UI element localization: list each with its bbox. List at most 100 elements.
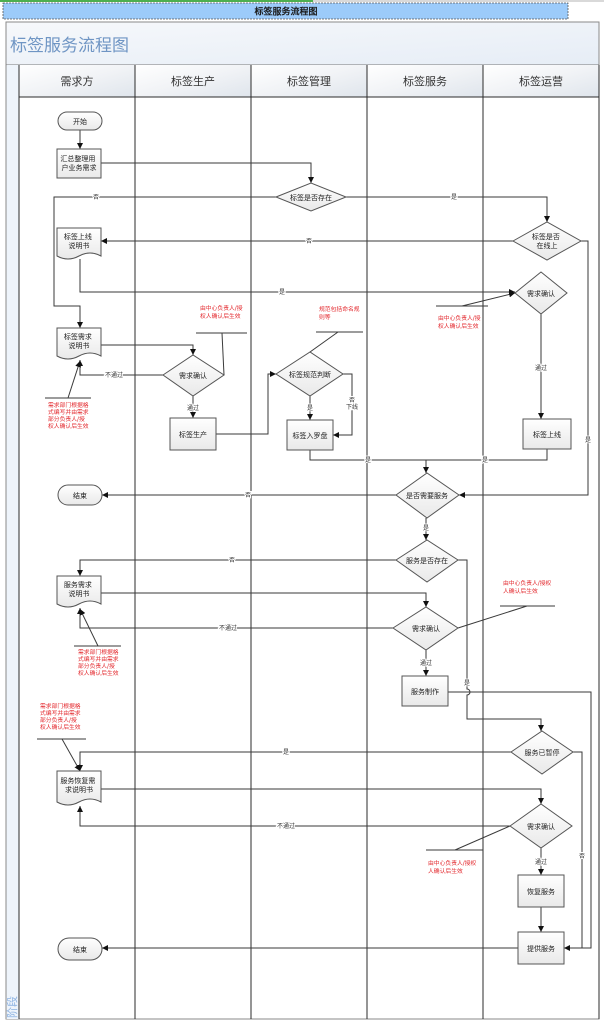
terminal-shape[interactable]	[57, 111, 103, 131]
node-need-service[interactable]: 是否需要服务	[395, 472, 460, 519]
edge-label: 是	[365, 457, 371, 464]
document-shape[interactable]	[56, 770, 102, 806]
annotation-text: 规范包括命名规 则等	[319, 305, 361, 321]
decision-shape[interactable]	[395, 539, 459, 583]
edge-service-exists-yes	[458, 559, 544, 731]
node-tag-exists[interactable]: 标签是否存在	[274, 182, 348, 212]
annotation-dept-confirm-tag-req: 需求部门根据格 式编写并由需求 部分负责人/授 权人确认后生效	[45, 360, 91, 430]
edge-collect-to-tag-exists	[101, 162, 314, 183]
document-shape[interactable]	[56, 327, 102, 360]
edge-launch-to-need-service	[423, 449, 548, 473]
node-service-resume-doc[interactable]: 服务恢复需 求说明书	[56, 770, 102, 806]
document-shape[interactable]	[56, 575, 102, 608]
node-label: 服务需求 说明书	[64, 580, 94, 598]
terminal-shape[interactable]	[57, 937, 103, 961]
decision-shape[interactable]	[511, 221, 583, 261]
process-shape[interactable]	[56, 148, 102, 179]
annotation-center-confirm-ops-1: 由中心负责人/授 权人确认后生效	[436, 291, 516, 330]
node-label: 标签是否 在线上	[532, 232, 562, 250]
edge-label: 不通过	[105, 371, 123, 379]
node-label: 服务制作	[411, 687, 439, 696]
process-shape[interactable]	[286, 419, 334, 451]
decision-shape[interactable]	[162, 354, 225, 397]
edge-label: 是	[279, 289, 285, 296]
node-resume-service[interactable]: 恢复服务	[517, 874, 565, 908]
node-label: 恢复服务	[527, 887, 555, 896]
node-tag-launch[interactable]: 标签上线	[522, 418, 572, 450]
annotation-text: 需求部门根据格 式编写并由需求 部分负责人/授 权人确认后生效	[48, 401, 90, 430]
node-tag-norm-check[interactable]: 标签规范判断	[275, 351, 344, 397]
edge-labels: 否 是 否 是 通过 是 不通过 通过 是 否 下线 是 是 否 是 否 是 不…	[92, 193, 592, 867]
decision-shape[interactable]	[274, 182, 348, 212]
edge-produce-to-norm	[216, 371, 276, 435]
node-confirm-ops-2[interactable]: 需求确认	[509, 803, 573, 849]
decision-shape[interactable]	[510, 730, 574, 775]
node-label: 结束	[73, 491, 87, 500]
node-label: 需求确认	[527, 822, 555, 831]
node-label: 结束	[73, 945, 87, 954]
node-label: 需求确认	[527, 289, 555, 298]
edge-resume-confirm-reject	[77, 806, 510, 827]
diagram-title: 标签服务流程图	[10, 36, 129, 56]
edge-launch-doc-to-confirm	[79, 259, 515, 295]
process-shape[interactable]	[522, 418, 572, 450]
edge-label: 否	[245, 492, 251, 499]
annotation-connector	[67, 360, 82, 399]
node-tag-req-doc[interactable]: 标签需求 说明书	[56, 327, 102, 360]
lane-title-service: 标签服务	[403, 74, 447, 88]
node-provide-service[interactable]: 提供服务	[517, 931, 565, 965]
decision-shape[interactable]	[275, 351, 344, 397]
node-tag-online-check[interactable]: 标签是否 在线上	[511, 221, 583, 261]
decision-shape[interactable]	[514, 271, 568, 315]
node-label: 标签需求 说明书	[64, 332, 94, 350]
edge-label: 否	[579, 853, 585, 860]
process-shape[interactable]	[517, 931, 565, 965]
process-shape[interactable]	[169, 417, 217, 451]
process-shape[interactable]	[401, 675, 449, 707]
node-tag-produce[interactable]: 标签生产	[169, 417, 217, 451]
annotation-text: 需求部门根据格 式编写并由需求 部分负责人/授 权人确认后生效	[40, 702, 82, 731]
decision-shape[interactable]	[392, 606, 459, 651]
edge-label: 是	[307, 405, 313, 412]
node-service-make[interactable]: 服务制作	[401, 675, 449, 707]
node-tag-compass[interactable]: 标签入罗盘	[286, 419, 334, 451]
decision-shape[interactable]	[395, 472, 460, 519]
edge-service-exists-no	[77, 559, 396, 576]
node-label: 标签上线	[533, 430, 561, 439]
node-label: 服务是否存在	[406, 556, 448, 565]
annotation-connector	[461, 291, 516, 307]
nodes: 开始 汇总整理用 户业务需求 标签上线 说明书 标签需求 说明书 结束	[56, 111, 583, 965]
edge-req-doc-to-confirm	[101, 344, 196, 355]
edge-tag-exists-yes	[346, 196, 550, 222]
decision-shape[interactable]	[509, 803, 573, 849]
lane-header-production[interactable]	[135, 65, 251, 97]
document-shape[interactable]	[56, 227, 102, 260]
edge-label: 否	[229, 557, 235, 564]
edge-tag-exists-no	[53, 196, 276, 328]
node-service-exists[interactable]: 服务是否存在	[395, 539, 459, 583]
lane-header-demand[interactable]	[19, 65, 135, 97]
node-collect-requirements[interactable]: 汇总整理用 户业务需求	[56, 148, 102, 179]
node-tag-launch-doc[interactable]: 标签上线 说明书	[56, 227, 102, 260]
node-confirm-service[interactable]: 需求确认	[392, 606, 459, 651]
node-start[interactable]: 开始	[57, 111, 103, 131]
annotation-dept-confirm-resume-req: 需求部门根据格 式编写并由需求 部分负责人/授 权人确认后生效	[37, 702, 86, 772]
node-end-2[interactable]: 结束	[57, 937, 103, 961]
edge-tag-online-yes	[459, 240, 589, 498]
node-service-paused[interactable]: 服务已暂停	[510, 730, 574, 775]
lane-header-operations[interactable]	[483, 65, 599, 97]
terminal-shape[interactable]	[57, 484, 103, 506]
lane-header-service[interactable]	[367, 65, 483, 97]
stage-label: 阶段	[5, 996, 19, 1018]
process-shape[interactable]	[517, 874, 565, 908]
node-end-1[interactable]: 结束	[57, 484, 103, 506]
lane-dividers	[18, 65, 600, 1019]
node-service-req-doc[interactable]: 服务需求 说明书	[56, 575, 102, 608]
annotation-connector	[457, 605, 528, 629]
node-confirm-ops-1[interactable]: 需求确认	[514, 271, 568, 315]
node-label: 是否需要服务	[406, 491, 448, 500]
sheet-tab[interactable]	[2, 2, 569, 20]
lane-header-management[interactable]	[251, 65, 367, 97]
node-confirm-production[interactable]: 需求确认	[162, 354, 225, 397]
